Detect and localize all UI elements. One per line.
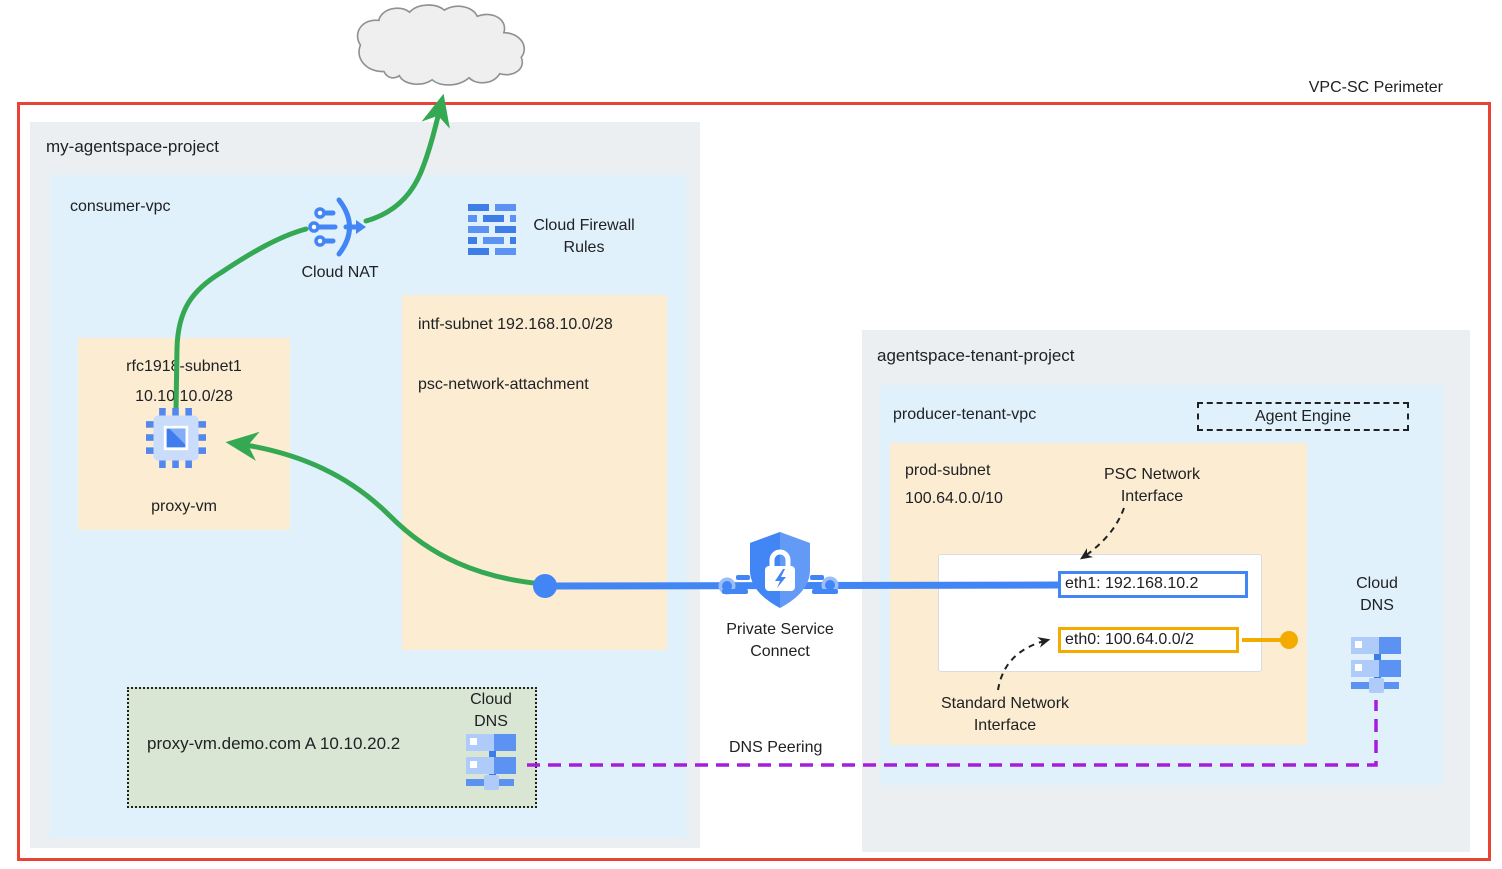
agent-engine-label: Agent Engine — [1254, 408, 1352, 425]
eth1-interface: eth1: 192.168.10.2 — [1058, 571, 1248, 598]
vpc-sc-perimeter-box — [17, 102, 1491, 861]
psc-label: Private Service Connect — [726, 621, 834, 660]
agent-engine-box: Agent Engine — [1197, 402, 1409, 431]
cloud-nat-label: Cloud NAT — [301, 264, 379, 281]
cloud-firewall-icon — [468, 204, 516, 255]
prod-subnet-cidr: 100.64.0.0/10 — [905, 490, 1003, 507]
rfc1918-subnet-name: rfc1918-subnet1 — [126, 358, 242, 375]
dns-peering-label: DNS Peering — [729, 739, 823, 756]
dns-zone-title: Cloud DNS — [470, 691, 512, 730]
cloud-nat-icon — [308, 197, 366, 257]
cloud-dns-title: Cloud DNS — [1356, 575, 1398, 614]
intf-subnet-box — [402, 295, 667, 650]
dns-zone-record: proxy-vm.demo.com A 10.10.20.2 — [147, 734, 401, 753]
proxy-vm-icon — [146, 408, 206, 468]
proxy-vm-label: proxy-vm — [151, 498, 217, 515]
private-service-connect-icon — [722, 532, 838, 608]
prod-subnet-name: prod-subnet — [905, 462, 991, 479]
psc-network-attachment-label: psc-network-attachment — [418, 376, 589, 393]
tenant-project-title: agentspace-tenant-project — [877, 346, 1075, 365]
consumer-vpc-title: consumer-vpc — [70, 198, 171, 215]
producer-vpc-title: producer-tenant-vpc — [893, 406, 1037, 423]
eth0-value: eth0: 100.64.0.0/2 — [1065, 631, 1194, 648]
rfc1918-subnet-cidr: 10.10.10.0/28 — [135, 388, 233, 405]
cloud-firewall-label: Cloud Firewall Rules — [533, 217, 635, 256]
internet-cloud-icon — [356, 4, 526, 86]
eth1-value: eth1: 192.168.10.2 — [1065, 575, 1199, 592]
intf-subnet-label: intf-subnet 192.168.10.0/28 — [418, 316, 613, 333]
std-nic-label: Standard Network Interface — [940, 695, 1070, 734]
eth0-interface: eth0: 100.64.0.0/2 — [1058, 627, 1239, 653]
psc-nic-label: PSC Network Interface — [1103, 466, 1201, 505]
cloud-dns-icon — [1351, 637, 1401, 693]
perimeter-label: VPC-SC Perimeter — [1308, 79, 1443, 96]
cloud-dns-zone-icon — [466, 734, 516, 790]
consumer-project-title: my-agentspace-project — [46, 137, 219, 156]
